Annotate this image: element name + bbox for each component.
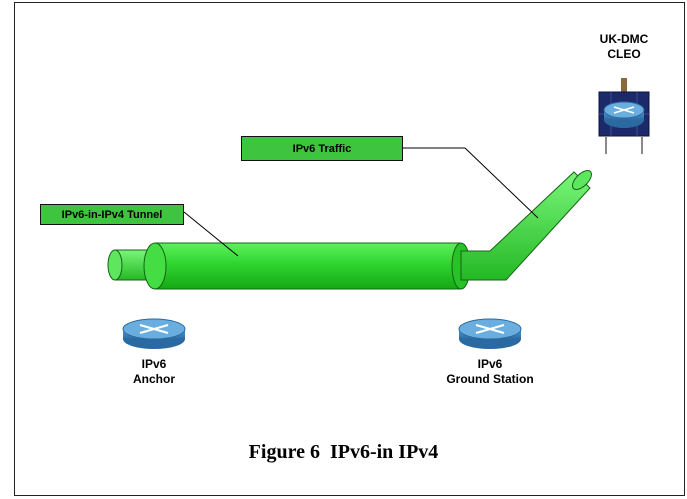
traffic-label: IPv6 Traffic — [241, 136, 403, 161]
ipv6-inner-pipe-right — [460, 170, 592, 281]
ground-station-label-line2: Ground Station — [446, 372, 534, 386]
anchor-label: IPv6 Anchor — [114, 357, 194, 387]
traffic-leader-line-b — [464, 147, 539, 219]
satellite-icon — [598, 78, 650, 154]
satellite-label-line2: CLEO — [607, 47, 641, 61]
tunnel-label: IPv6-in-IPv4 Tunnel — [40, 204, 184, 225]
figure-caption: Figure 6 IPv6-in IPv4 — [248, 441, 439, 463]
anchor-router-icon — [122, 318, 186, 349]
satellite-label-line1: UK-DMC — [599, 32, 649, 46]
ipv4-tunnel-tube — [143, 242, 471, 290]
anchor-label-line1: IPv6 — [141, 357, 167, 371]
anchor-label-line2: Anchor — [133, 372, 175, 386]
ground-station-label: IPv6 Ground Station — [430, 357, 550, 387]
tunnel-leader-line — [183, 211, 239, 257]
satellite-label: UK-DMC CLEO — [584, 32, 664, 62]
ground-station-label-line1: IPv6 — [477, 357, 503, 371]
ground-station-router-icon — [458, 318, 522, 349]
